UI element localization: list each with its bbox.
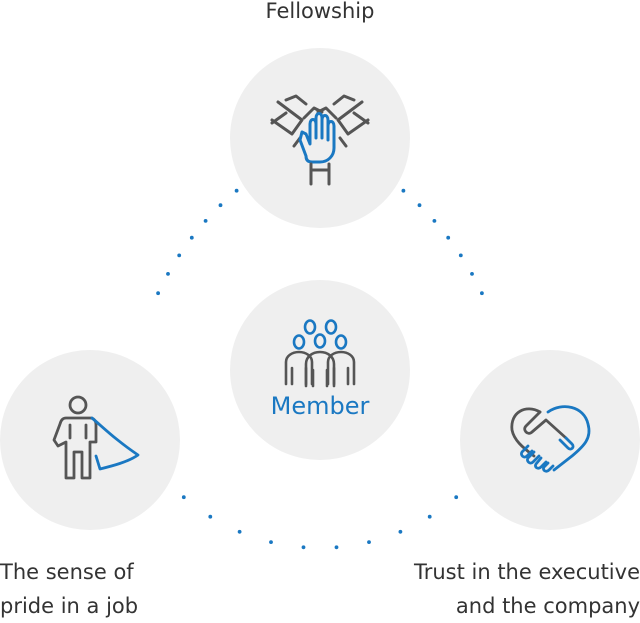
top-node-circle <box>230 48 410 228</box>
connector-dot-left-right <box>208 514 213 519</box>
center-node-circle <box>230 280 410 460</box>
right-node-circle <box>460 350 640 530</box>
connector-dot-left-right <box>269 540 273 544</box>
connector-dot-top-right <box>401 188 406 193</box>
left-node-label-line-2: pride in a job <box>0 594 139 618</box>
connector-dot-left-right <box>367 540 371 544</box>
people-group-icon <box>284 319 356 388</box>
top-node-label: Fellowship <box>265 0 375 23</box>
right-node-label-line-2: and the company <box>455 594 640 618</box>
connector-dot-left-right <box>427 514 432 519</box>
stacked-hands-icon <box>270 94 370 186</box>
connector-dot-top-right <box>417 203 422 208</box>
hero-cape-icon <box>52 395 140 480</box>
connector-dot-left-right <box>301 545 306 550</box>
connector-dot-top-left <box>203 219 208 223</box>
connector-dot-top-right <box>480 291 484 296</box>
connector-dot-top-left <box>234 188 239 193</box>
connector-dot-top-left <box>177 253 182 258</box>
connector-dot-top-left <box>189 235 194 240</box>
left-node-label-line-1: The sense of <box>0 560 134 584</box>
center-node-label: Member <box>270 392 370 420</box>
connector-dot-left-right <box>398 529 403 534</box>
left-node-label: The sense of pride in a job <box>0 555 138 623</box>
connector-dot-top-left <box>166 272 170 276</box>
connector-dot-top-right <box>432 219 437 223</box>
left-node-circle <box>0 350 180 530</box>
connector-dot-top-left <box>218 203 223 208</box>
connector-dot-top-left <box>156 291 161 296</box>
handshake-heart-icon <box>510 405 591 473</box>
connector-dot-left-right <box>454 495 459 500</box>
connector-dot-left-right <box>334 545 339 550</box>
right-node-label: Trust in the executive and the company <box>414 555 640 623</box>
connector-dot-left-right <box>181 495 186 500</box>
connector-dot-left-right <box>237 529 242 534</box>
right-node-label-line-1: Trust in the executive <box>413 560 640 584</box>
connector-dot-top-right <box>458 253 463 258</box>
connector-dot-top-right <box>446 235 451 240</box>
connector-dot-top-right <box>470 272 474 276</box>
